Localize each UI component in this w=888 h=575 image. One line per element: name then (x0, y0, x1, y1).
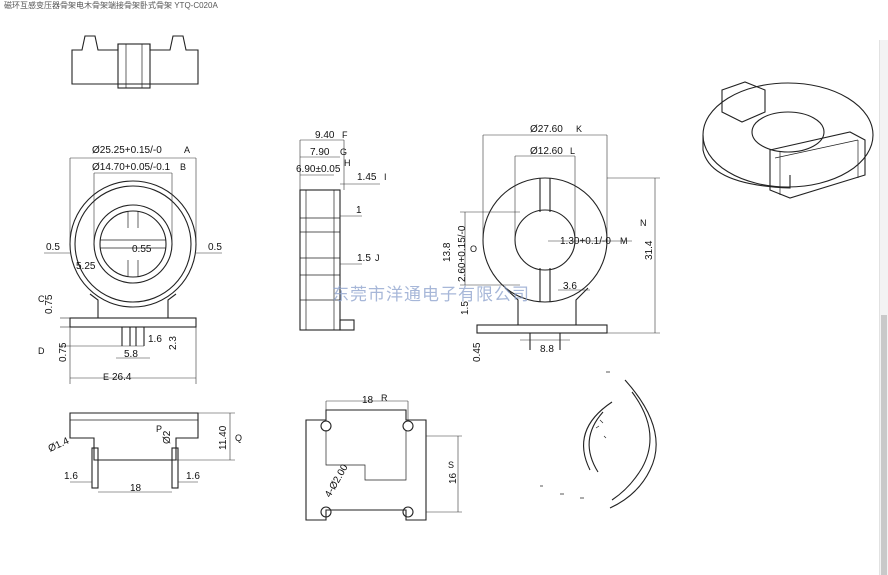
dim-slot-tolerance: 2.60+0.15/-0 (457, 225, 468, 282)
dim-outer-ring: Ø27.60 (530, 124, 563, 135)
dim-marker-e: E (103, 372, 109, 382)
isometric-3d-view (702, 81, 874, 199)
dim-right-pad: 1.6 (186, 471, 200, 482)
right-front-view (460, 134, 660, 350)
dim-pin-width: 1.6 (148, 334, 162, 345)
dim-center-gap: 0.55 (132, 244, 152, 255)
dim-marker-q: Q (235, 433, 242, 443)
dim-side-rib: 1 (356, 205, 362, 216)
scrollbar-thumb[interactable] (881, 315, 887, 575)
dim-pin-pitch: 18 (130, 483, 142, 494)
dim-marker-j: J (375, 253, 380, 263)
top-view (71, 35, 199, 89)
dim-plate-height: 16 (448, 472, 459, 484)
dim-side-body: 7.90 (310, 147, 330, 158)
dim-side-slot: 1.5 (357, 253, 371, 264)
dim-outer-diameter: Ø25.25+0.15/-0 (92, 145, 162, 156)
dim-foot-width: 8.8 (540, 344, 554, 355)
dim-side-core: 6.90±0.05 (296, 164, 341, 175)
dim-marker-b: B (180, 162, 186, 172)
dim-left-wall: 0.5 (46, 242, 60, 253)
dim-marker-h: H (344, 158, 351, 168)
dim-marker-n: N (640, 218, 647, 228)
dim-plate-width: 18 (362, 395, 374, 406)
dim-marker-c: C (38, 294, 45, 304)
dim-marker-i: I (384, 172, 387, 182)
dim-side-flange: 1.45 (357, 172, 377, 183)
dim-right-wall: 0.5 (208, 242, 222, 253)
dim-pin-hole: Ø1.4 (47, 435, 72, 454)
dim-marker-m: M (620, 236, 628, 246)
dim-marker-k: K (576, 124, 582, 134)
dim-marker-p: P (156, 424, 162, 434)
dim-pin-length: 2.3 (168, 336, 179, 350)
dim-marker-a: A (184, 145, 190, 155)
dim-marker-r: R (381, 393, 388, 403)
vertical-scrollbar[interactable] (879, 40, 888, 575)
dim-step: 1.5 (460, 301, 471, 315)
dim-marker-o: O (470, 244, 477, 254)
dim-inner-diameter: Ø14.70+0.05/-0.1 (92, 162, 171, 173)
dim-total-height: 31.4 (644, 240, 655, 260)
dim-side-total: 9.40 (315, 130, 335, 141)
dim-hole-spec: 4-Ø2.00 (323, 462, 351, 499)
dim-pin-base: 0.75 (58, 342, 69, 362)
dim-marker-d: D (38, 346, 45, 356)
dim-inner-ring: Ø12.60 (530, 146, 563, 157)
dim-ring-offset: 13.8 (442, 242, 453, 262)
watermark: 东莞市洋通电子有限公司 (332, 285, 530, 304)
dim-base-width: 26.4 (112, 372, 132, 383)
dim-slot-width: 1.30+0.1/-0 (560, 236, 611, 247)
dim-marker-f: F (342, 130, 348, 140)
dim-marker-l: L (570, 146, 575, 156)
dim-base-height: 0.75 (44, 294, 55, 314)
dim-pin-diameter: Ø2 (162, 430, 173, 444)
dim-base-thickness: 0.45 (472, 342, 483, 362)
bottom-pin-view (69, 412, 235, 493)
page-title: 磁环互感变压器骨架电木骨架端接骨架卧式骨架 YTQ-C020A (4, 1, 218, 10)
dim-marker-g: G (340, 147, 347, 157)
front-view (44, 157, 222, 384)
dim-pin-spacing: 5.8 (124, 349, 138, 360)
dim-notch: 3.6 (563, 281, 577, 292)
plate-view (305, 400, 462, 521)
dim-pin-height: 11.40 (218, 425, 229, 450)
dim-left-pad: 1.6 (64, 471, 78, 482)
side-view (299, 139, 380, 331)
sketch-view (540, 371, 657, 509)
dim-inner-offset: 5.25 (76, 261, 96, 272)
dim-marker-s: S (448, 460, 454, 470)
